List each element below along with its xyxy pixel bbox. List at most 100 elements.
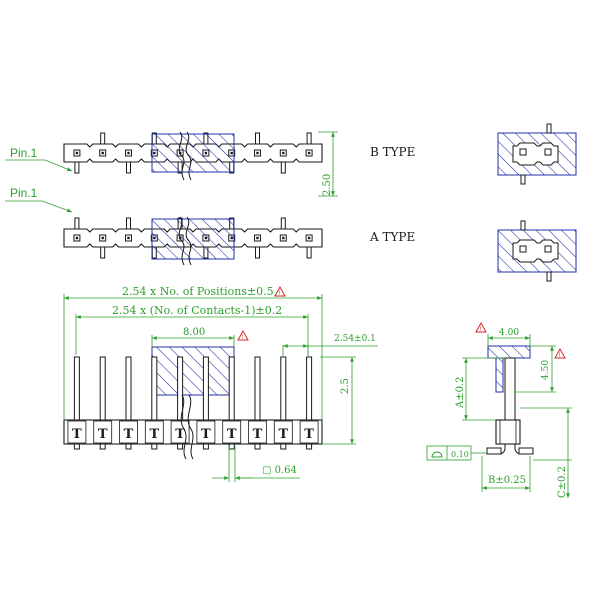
contact-dot — [75, 236, 79, 240]
dim-text: 2.5 — [340, 378, 351, 394]
pin-leg — [100, 246, 106, 259]
contact-dot — [282, 151, 285, 155]
pin1-label: Pin.1 — [10, 146, 38, 160]
pin-tail — [73, 443, 80, 450]
contact-dot — [307, 236, 311, 240]
end-view-a-type — [497, 220, 577, 282]
pin-post — [99, 356, 106, 421]
contact-dot — [127, 236, 130, 240]
pin-letter: T — [278, 427, 288, 442]
pin-post — [73, 356, 80, 421]
end-view-b-type — [497, 123, 577, 185]
dim-text: B±0.25 — [488, 475, 526, 486]
pin-letter: T — [72, 427, 82, 442]
pin-tail — [177, 443, 184, 450]
pin-leg — [100, 132, 106, 145]
pin-letter: T — [227, 427, 237, 442]
pin-post — [280, 356, 287, 421]
dim-text: 4.50 — [541, 360, 551, 380]
dim-text: 2.54 x No. of Positions±0.5 — [122, 285, 274, 298]
warning-triangle-icon: ! — [554, 347, 566, 359]
pin-letter: T — [98, 427, 108, 442]
break-line — [185, 216, 192, 266]
pin-post — [125, 356, 132, 421]
contact-dot — [282, 236, 285, 240]
pin-leg — [255, 246, 260, 259]
pin-cell — [93, 420, 113, 444]
warning-triangle-icon: ! — [475, 321, 487, 333]
pin-cell — [299, 420, 319, 444]
dimension-8-00: 8.00 ! — [151, 327, 249, 347]
dim-text: ▢ 0.64 — [262, 465, 297, 476]
pin-cell — [170, 420, 190, 444]
pin-cell — [222, 420, 242, 444]
pin-leg — [126, 217, 131, 230]
dim-text: C±0.2 — [557, 466, 568, 498]
pin-leg — [280, 217, 286, 230]
pin-cell — [119, 420, 138, 444]
contact-dot — [127, 151, 130, 155]
break-line — [178, 131, 185, 181]
pin-tail — [202, 443, 209, 450]
pin-letter: T — [175, 427, 185, 442]
pin-letter: T — [201, 427, 211, 442]
top-view-b-type — [63, 131, 323, 181]
pin-leg — [74, 161, 80, 174]
pin-letter: T — [124, 427, 134, 442]
pin-tail — [99, 443, 106, 450]
contact-dot — [307, 151, 311, 155]
svg-text:!: ! — [480, 327, 482, 333]
a-type-label: A TYPE — [369, 230, 415, 244]
svg-text:!: ! — [279, 291, 281, 297]
pin-tail — [306, 443, 313, 450]
dim-text: 2.54±0.1 — [334, 334, 376, 344]
contact-dot — [256, 236, 259, 240]
dimension-pitch: 2.54±0.1 — [282, 334, 378, 356]
pin-cell — [273, 420, 293, 444]
top-view-a-type — [63, 216, 323, 266]
dimension-contacts: 2.54 x (No. of Contacts-1)±0.2 — [75, 304, 309, 355]
pin-tail — [254, 443, 261, 450]
pin-post — [228, 356, 235, 421]
pin-post — [151, 356, 158, 421]
pin1-callout-a: Pin.1 — [5, 186, 73, 213]
pin-leg — [280, 161, 286, 174]
warning-triangle-icon: ! — [274, 285, 286, 297]
pin-tail — [151, 443, 158, 450]
break-line — [185, 131, 192, 181]
dimension-c: C±0.2 — [520, 407, 572, 498]
pin-leg — [306, 246, 312, 259]
svg-text:!: ! — [559, 353, 561, 359]
contact-dot — [256, 151, 259, 155]
pin-cell — [67, 420, 87, 444]
dim-text: 8.00 — [183, 327, 205, 338]
flatness-callout: 0.10 — [426, 445, 487, 461]
flatness-symbol-icon — [431, 451, 443, 458]
pin-letter: T — [149, 427, 159, 442]
flatness-value: 0.10 — [451, 450, 469, 459]
pin-tail — [125, 443, 132, 450]
dimension-2-5: 2.5 — [320, 356, 356, 445]
dimension-pin-size: ▢ 0.64 — [212, 446, 300, 482]
dimension-4-50: 4.50 ! — [516, 345, 566, 393]
dimension-b: B±0.25 — [481, 456, 531, 492]
pin-tail — [228, 443, 235, 450]
pin-leg — [255, 132, 260, 145]
pin-leg — [126, 161, 131, 174]
dimension-2-50: 2.50 — [318, 131, 338, 197]
svg-text:!: ! — [242, 335, 244, 341]
pin-post — [306, 356, 313, 421]
break-line — [178, 216, 185, 266]
dimension-4-00: 4.00 ! — [475, 321, 531, 346]
pin1-label: Pin.1 — [10, 186, 38, 200]
dimension-a: A±0.2 — [455, 357, 505, 421]
contact-dot — [75, 151, 79, 155]
pin1-callout-b: Pin.1 — [5, 146, 73, 172]
side-view — [486, 345, 534, 455]
pin-tail — [280, 443, 287, 450]
pin-cell — [144, 420, 164, 444]
dim-text: 2.54 x (No. of Contacts-1)±0.2 — [112, 304, 282, 317]
pin-leg — [306, 132, 312, 145]
